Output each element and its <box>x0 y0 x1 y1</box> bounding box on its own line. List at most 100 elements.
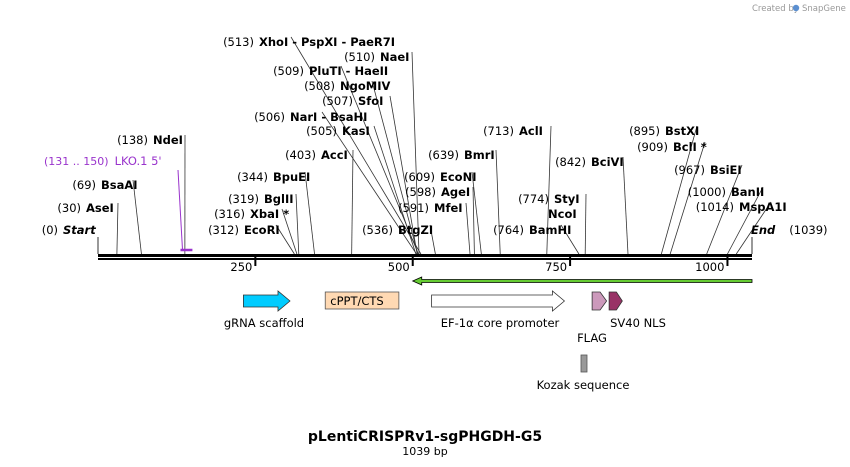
site-line-btgzi <box>429 224 436 255</box>
site-name-bstxi: BstXI <box>665 124 699 138</box>
site-label-ngomiv[interactable]: (508)NgoMIV <box>304 79 390 93</box>
site-label-end[interactable]: End (1039) <box>751 223 828 237</box>
feature-sv40-nls[interactable] <box>608 291 623 311</box>
feature-kozak-sequence[interactable] <box>580 354 588 373</box>
site-label-bpuei[interactable]: (344)BpuEI <box>237 170 310 184</box>
site-name-end: End <box>751 223 776 237</box>
site-label-styi[interactable]: (774)StyI <box>518 192 580 206</box>
primer-connector <box>177 169 183 250</box>
site-label-xhoi-pspxi-paer7i[interactable]: (513)XhoI - PspXI - PaeR7I <box>223 35 395 49</box>
feature-flag[interactable] <box>591 291 608 311</box>
site-position-bglii: (319) <box>228 192 259 206</box>
site-label-bcli[interactable]: (909)BclI * <box>637 140 707 154</box>
plasmid-length: 1039 bp <box>402 445 447 458</box>
site-line-sfoi <box>389 95 418 255</box>
site-position-bsiei: (967) <box>674 163 705 177</box>
credit-brand: SnapGene <box>802 4 846 14</box>
site-label-bmri[interactable]: (639) BmrI <box>428 148 495 162</box>
site-position-econi: (609) <box>404 170 435 184</box>
feature-label-ef-1-core-promoter: EF-1α core promoter <box>441 316 560 330</box>
site-name-btgzi: BtgZI <box>398 223 433 237</box>
site-name-banii: BanII <box>731 185 764 199</box>
site-position-ndei: (138) <box>117 133 148 147</box>
site-name-bsaai: BsaAI <box>101 178 138 192</box>
site-line-xbai <box>281 208 298 255</box>
site-name-bamhi: BamHI <box>529 223 571 237</box>
snapgene-logo-icon <box>792 4 800 12</box>
site-position-naei: (510) <box>344 50 375 64</box>
site-position-nari-bsahi: (506) <box>254 110 285 124</box>
site-label-asei[interactable]: (30)AseI <box>57 201 113 215</box>
backbone-bottom-strand <box>98 258 752 260</box>
site-label-nari-bsahi[interactable]: (506)NarI - BsaHI <box>254 110 367 124</box>
site-name-bmri: BmrI <box>464 148 495 162</box>
site-name-pluti-haeii: PluTI - HaeII <box>309 64 388 78</box>
site-label-bstxi[interactable]: (895) BstXI <box>629 124 699 138</box>
site-name-bpuei: BpuEI <box>273 170 310 184</box>
feature-ef-1-core-promoter[interactable] <box>431 290 566 312</box>
site-label-naei[interactable]: (510) NaeI <box>344 50 409 64</box>
site-position-btgzi: (536) <box>362 223 393 237</box>
site-label-ncoi[interactable]: NcoI <box>548 207 577 221</box>
site-position-bstxi: (895) <box>629 124 660 138</box>
site-position-end: (1039) <box>789 223 827 237</box>
orf-arrow <box>411 276 753 286</box>
site-label-mfei[interactable]: (591)MfeI <box>398 201 462 215</box>
site-label-bsaai[interactable]: (69)BsaAI <box>72 178 137 192</box>
site-name-naei: NaeI <box>380 50 409 64</box>
site-label-sfoi[interactable]: (507)SfoI <box>322 94 383 108</box>
site-name-bglii: BglII <box>264 192 294 206</box>
site-label-ecori[interactable]: (312)EcoRI <box>208 223 280 237</box>
orf-reverse-arrow[interactable] <box>411 276 753 286</box>
site-label-mspa1i[interactable]: (1014)MspA1I <box>696 200 787 214</box>
site-label-pluti-haeii[interactable]: (509) PluTI - HaeII <box>273 64 388 78</box>
site-name-xhoi-pspxi-paer7i: XhoI - PspXI - PaeR7I <box>259 35 395 49</box>
site-label-bsiei[interactable]: (967) BsiEI <box>674 163 742 177</box>
ruler-label-250: 250 <box>230 260 252 274</box>
site-label-econi[interactable]: (609)EcoNI <box>404 170 476 184</box>
site-label-start[interactable]: (0)Start <box>42 223 97 237</box>
primer-name: LKO.1 5' <box>115 154 162 168</box>
site-label-ndei[interactable]: (138) NdeI <box>117 133 183 147</box>
site-position-start: (0) <box>42 223 58 237</box>
site-name-ndei: NdeI <box>153 133 183 147</box>
feature-cppt-cts[interactable] <box>324 291 400 310</box>
site-position-pluti-haeii: (509) <box>273 64 304 78</box>
feature-grna-scaffold[interactable] <box>243 290 291 312</box>
site-position-ngomiv: (508) <box>304 79 335 93</box>
site-line-mspa1i <box>735 201 772 255</box>
site-name-asei: AseI <box>86 201 114 215</box>
site-label-acci[interactable]: (403)AccI <box>285 148 348 162</box>
site-name-kasi: KasI <box>342 124 370 138</box>
ruler-label-500: 500 <box>388 260 410 274</box>
site-label-xbai[interactable]: (316)XbaI * <box>214 207 289 221</box>
site-position-bmri: (639) <box>428 148 459 162</box>
feature-label-grna-scaffold: gRNA scaffold <box>224 316 304 330</box>
site-labels: (0)Start (30)AseI (69)BsaAI (138) NdeI (312)E… <box>42 35 828 237</box>
site-line-nari-bsahi <box>321 111 417 255</box>
site-position-bcivi: (842) <box>555 155 586 169</box>
site-label-bcivi[interactable]: (842)BciVI <box>555 155 624 169</box>
site-position-mfei: (591) <box>398 201 429 215</box>
primer-range: (131 .. 150) <box>44 155 109 168</box>
site-line-bsaai <box>132 179 142 255</box>
site-label-btgzi[interactable]: (536) BtgZI <box>362 223 433 237</box>
site-name-sfoi: SfoI <box>358 94 383 108</box>
site-label-acli[interactable]: (713)AclI <box>483 124 543 138</box>
site-label-kasi[interactable]: (505)KasI <box>306 124 370 138</box>
site-line-bsiei <box>706 164 743 255</box>
site-label-bglii[interactable]: (319) BglII <box>228 192 293 206</box>
site-label-agei[interactable]: (598)AgeI <box>405 185 470 199</box>
primer-label[interactable]: (131 .. 150) LKO.1 5' <box>44 154 162 168</box>
site-line-bpuei <box>304 171 315 255</box>
site-position-styi: (774) <box>518 192 549 206</box>
site-label-bamhi[interactable]: (764)BamHI <box>493 223 571 237</box>
site-label-banii[interactable]: (1000)BanII <box>688 185 765 199</box>
site-line-mfei <box>465 202 471 255</box>
feature-label-flag: FLAG <box>577 331 607 345</box>
site-name-bsiei: BsiEI <box>710 163 742 177</box>
site-position-mspa1i: (1014) <box>696 200 734 214</box>
backbone <box>98 254 752 260</box>
